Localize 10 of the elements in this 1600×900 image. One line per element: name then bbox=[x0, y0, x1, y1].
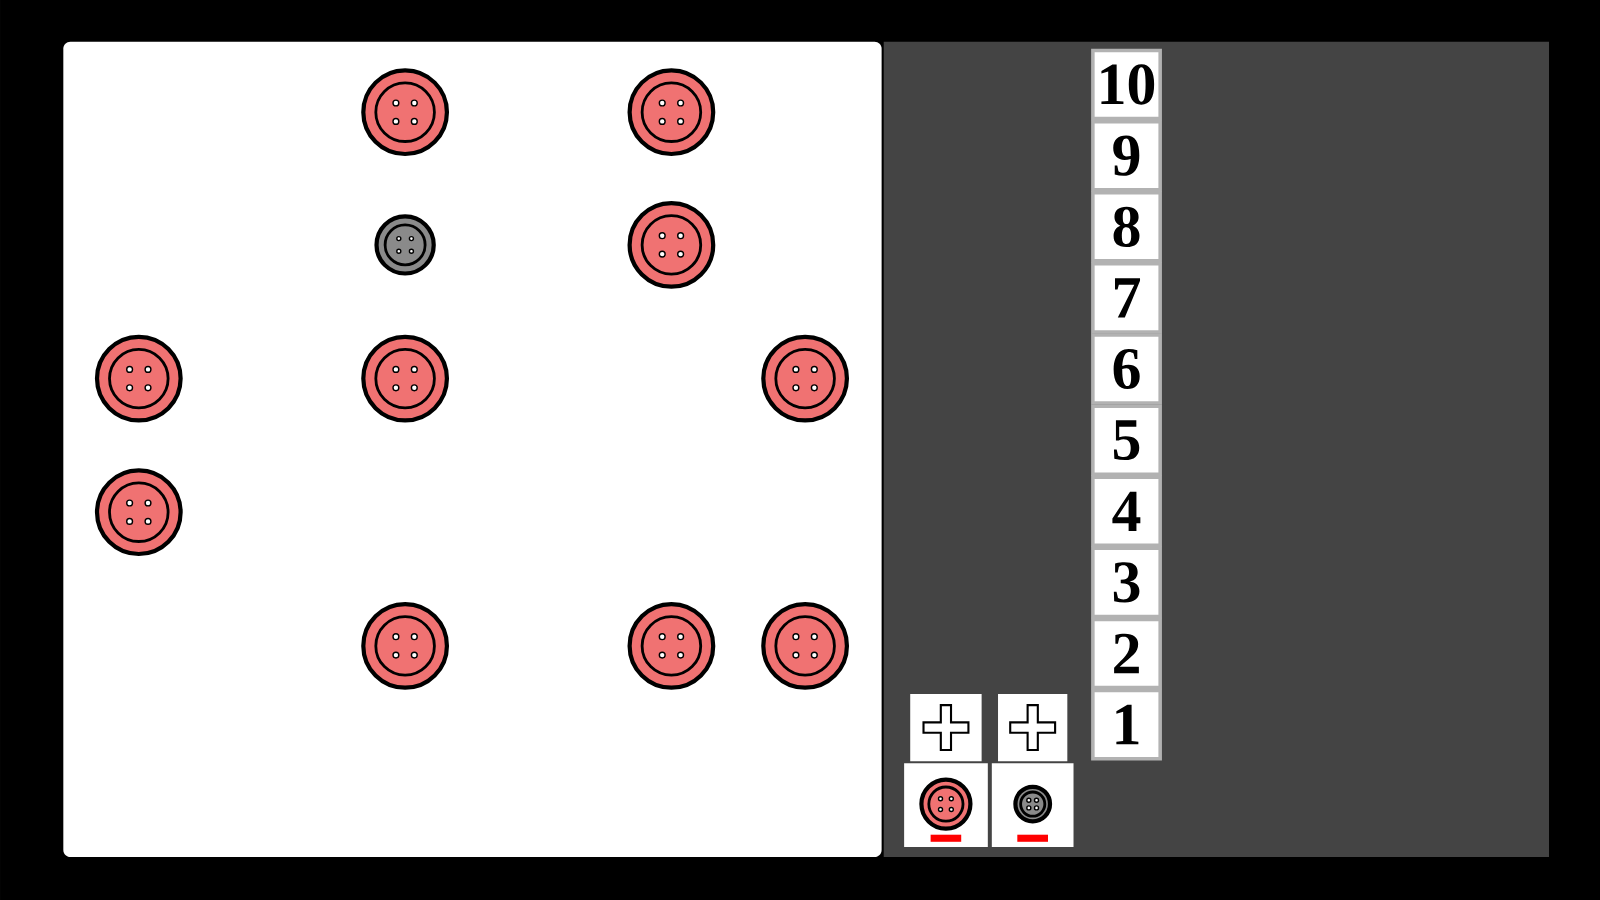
number-tile: 5 bbox=[1091, 404, 1162, 476]
number-tile: 1 bbox=[1091, 688, 1162, 761]
number-tile: 2 bbox=[1091, 617, 1162, 690]
number-tile: 4 bbox=[1091, 475, 1162, 548]
number-tile: 8 bbox=[1091, 191, 1162, 263]
number-tile: 7 bbox=[1091, 262, 1162, 334]
number-tile: 3 bbox=[1091, 546, 1162, 619]
number-tile: 9 bbox=[1091, 119, 1162, 192]
number-tile: 6 bbox=[1091, 333, 1162, 405]
number-tile: 10 bbox=[1091, 48, 1162, 121]
